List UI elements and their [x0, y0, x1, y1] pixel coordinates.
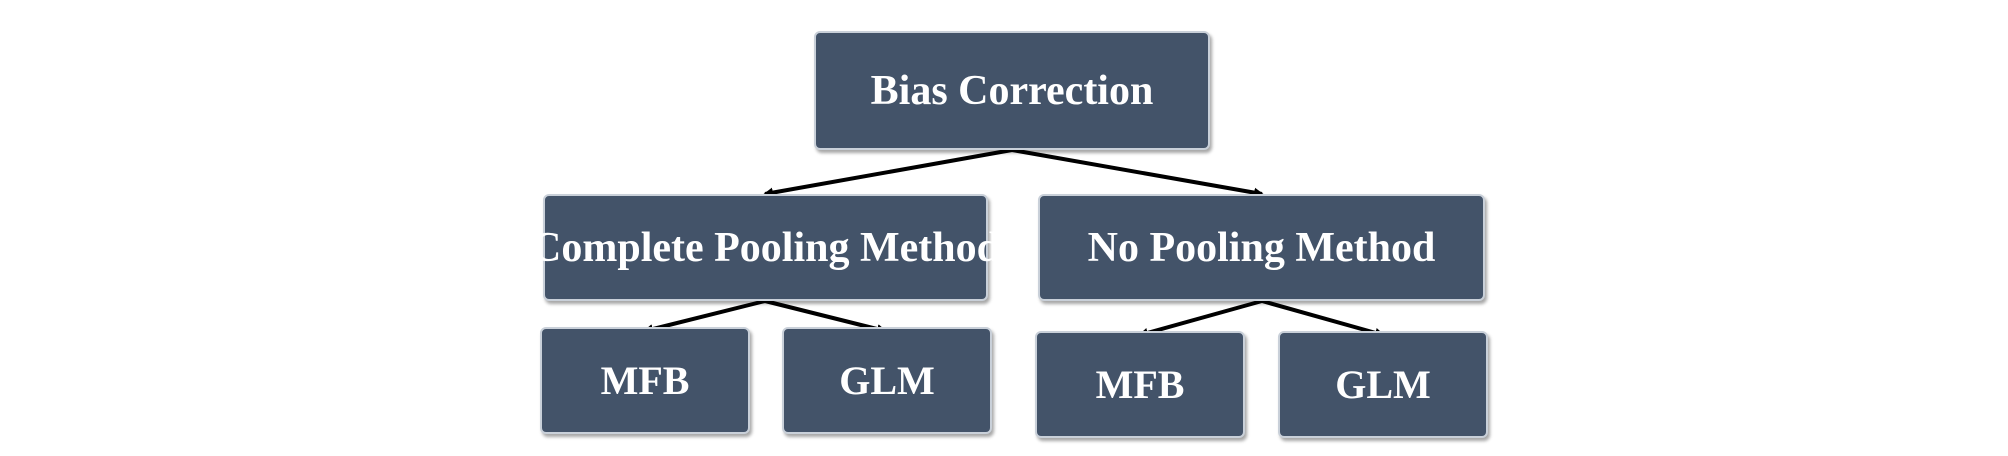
- connector-root-to-complete-pooling: [763, 148, 1013, 198]
- node-complete-pooling-glm: GLM: [782, 327, 992, 434]
- connector-no-pooling-to-glm: [1261, 299, 1385, 338]
- node-no-pooling-glm: GLM: [1278, 331, 1488, 438]
- node-label: Bias Correction: [870, 67, 1154, 114]
- node-complete-pooling-method: Complete Pooling Method: [531, 194, 1000, 301]
- node-complete-pooling-mfb: MFB: [540, 327, 750, 434]
- node-label: GLM: [1335, 362, 1431, 407]
- node-label: MFB: [600, 358, 690, 403]
- node-no-pooling-mfb: MFB: [1035, 331, 1245, 438]
- node-no-pooling-method: No Pooling Method: [1038, 194, 1485, 301]
- node-label: Complete Pooling Method: [531, 224, 1000, 271]
- node-bias-correction: Bias Correction: [814, 31, 1210, 150]
- connector-root-to-no-pooling: [1011, 148, 1264, 198]
- node-label: MFB: [1095, 362, 1185, 407]
- connector-no-pooling-to-mfb: [1138, 299, 1263, 338]
- node-label: GLM: [839, 358, 935, 403]
- node-label: No Pooling Method: [1087, 224, 1436, 271]
